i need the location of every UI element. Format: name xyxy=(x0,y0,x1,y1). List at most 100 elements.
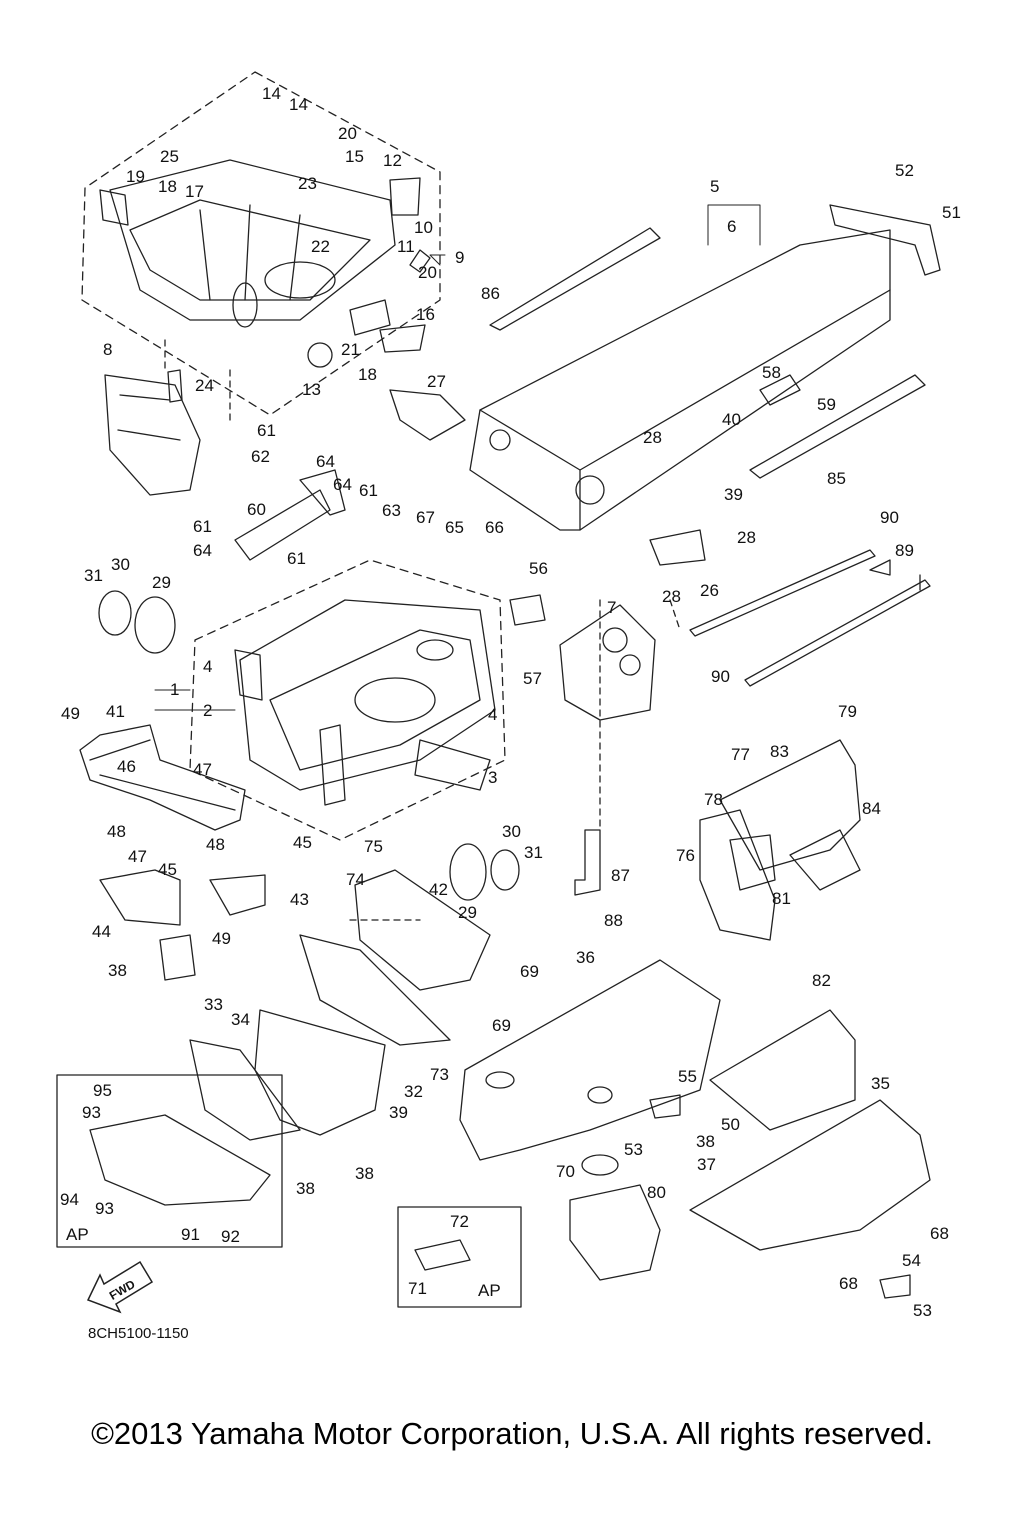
callout-5: 5 xyxy=(710,177,719,196)
callout-29b: 29 xyxy=(458,903,477,922)
callout-61b: 61 xyxy=(359,481,378,500)
callout-4a: 4 xyxy=(203,657,212,676)
part-87-strut xyxy=(574,829,601,896)
callout-60: 60 xyxy=(247,500,266,519)
part-55-clip xyxy=(649,1094,681,1119)
callout-52: 52 xyxy=(895,161,914,180)
callout-27: 27 xyxy=(427,372,446,391)
callout-42: 42 xyxy=(429,880,448,899)
part-24-bar xyxy=(167,369,183,403)
part-7-bracket xyxy=(559,604,656,721)
callout-45a: 45 xyxy=(158,860,177,879)
part-83-panel xyxy=(719,739,861,871)
callout-65: 65 xyxy=(445,518,464,537)
callout-3: 3 xyxy=(488,768,497,787)
callout-69a: 69 xyxy=(520,962,539,981)
fwd-label: FWD xyxy=(107,1277,138,1303)
callout-55: 55 xyxy=(678,1067,697,1086)
middle-assembly-boundary xyxy=(189,559,506,841)
callout-13: 13 xyxy=(302,380,321,399)
callout-87: 87 xyxy=(611,866,630,885)
callout-23: 23 xyxy=(298,174,317,193)
part-73-panel xyxy=(299,934,451,1046)
callout-63: 63 xyxy=(382,501,401,520)
callout-35: 35 xyxy=(871,1074,890,1093)
callout-91: 91 xyxy=(181,1225,200,1244)
part-60-bracket xyxy=(234,489,331,561)
ap-box-left xyxy=(56,1074,283,1248)
callout-75: 75 xyxy=(364,837,383,856)
part-80-panel xyxy=(569,1184,661,1281)
callout-46: 46 xyxy=(117,757,136,776)
callout-31a: 31 xyxy=(84,566,103,585)
callout-14a: 14 xyxy=(262,84,281,103)
callout-45b: 45 xyxy=(293,833,312,852)
callout-84: 84 xyxy=(862,799,881,818)
callout-90b: 90 xyxy=(711,667,730,686)
callout-64b: 64 xyxy=(333,475,352,494)
copyright-notice: ©2013 Yamaha Motor Corporation, U.S.A. A… xyxy=(91,1416,933,1451)
callout-19: 19 xyxy=(126,167,145,186)
callout-2: 2 xyxy=(203,701,212,720)
part-32-panel xyxy=(254,1009,386,1136)
callout-86: 86 xyxy=(481,284,500,303)
part-51-bracket xyxy=(829,204,941,276)
callout-58: 58 xyxy=(762,363,781,382)
callout-38c: 38 xyxy=(355,1164,374,1183)
callout-31b: 31 xyxy=(524,843,543,862)
callout-6: 6 xyxy=(727,217,736,236)
callout-8: 8 xyxy=(103,340,112,359)
callout-32: 32 xyxy=(404,1082,423,1101)
callout-49b: 49 xyxy=(212,929,231,948)
callout-39a: 39 xyxy=(389,1103,408,1122)
callout-94: 94 xyxy=(60,1190,79,1209)
callout-4b: 4 xyxy=(488,705,497,724)
callout-56: 56 xyxy=(529,559,548,578)
callout-53a: 53 xyxy=(624,1140,643,1159)
callout-47b: 47 xyxy=(128,847,147,866)
callout-24: 24 xyxy=(195,376,214,395)
ap-label-bottom: AP xyxy=(478,1281,501,1300)
part-35-panel xyxy=(689,1099,931,1251)
part-89-rail-top xyxy=(689,549,876,637)
callout-53b: 53 xyxy=(913,1301,932,1320)
callout-54: 54 xyxy=(902,1251,921,1270)
part-27-plate xyxy=(389,389,466,441)
callout-43: 43 xyxy=(290,890,309,909)
part-30-gasket-right xyxy=(490,849,520,891)
callout-69b: 69 xyxy=(492,1016,511,1035)
part-76-panel xyxy=(699,809,776,941)
callout-67: 67 xyxy=(416,508,435,527)
callout-22: 22 xyxy=(311,237,330,256)
callout-68a: 68 xyxy=(839,1274,858,1293)
part-56-plate xyxy=(509,594,546,626)
callout-80: 80 xyxy=(647,1183,666,1202)
ap-label-left: AP xyxy=(66,1225,89,1244)
middle-frame-assembly xyxy=(234,599,496,806)
callout-93b: 93 xyxy=(95,1199,114,1218)
callout-28a: 28 xyxy=(643,428,662,447)
callout-61a: 61 xyxy=(257,421,276,440)
callout-73: 73 xyxy=(430,1065,449,1084)
callout-66: 66 xyxy=(485,518,504,537)
callout-92: 92 xyxy=(221,1227,240,1246)
callout-38a: 38 xyxy=(108,961,127,980)
callout-15: 15 xyxy=(345,147,364,166)
callout-20b: 20 xyxy=(418,263,437,282)
part-44-step xyxy=(99,869,181,926)
callout-93a: 93 xyxy=(82,1103,101,1122)
callout-90a: 90 xyxy=(880,508,899,527)
callout-79: 79 xyxy=(838,702,857,721)
callout-85: 85 xyxy=(827,469,846,488)
part-41-bumper xyxy=(79,724,246,831)
callouts: 1 2 3 4 4 5 6 7 8 9 10 11 12 13 14 14 15… xyxy=(60,84,961,1320)
callout-7: 7 xyxy=(607,598,616,617)
part-54-clip xyxy=(879,1274,911,1299)
drawing-code: 8CH5100-1150 xyxy=(88,1325,189,1342)
callout-83: 83 xyxy=(770,742,789,761)
part-34-panel xyxy=(189,1039,301,1141)
callout-37: 37 xyxy=(697,1155,716,1174)
callout-68b: 68 xyxy=(930,1224,949,1243)
callout-9: 9 xyxy=(455,248,464,267)
